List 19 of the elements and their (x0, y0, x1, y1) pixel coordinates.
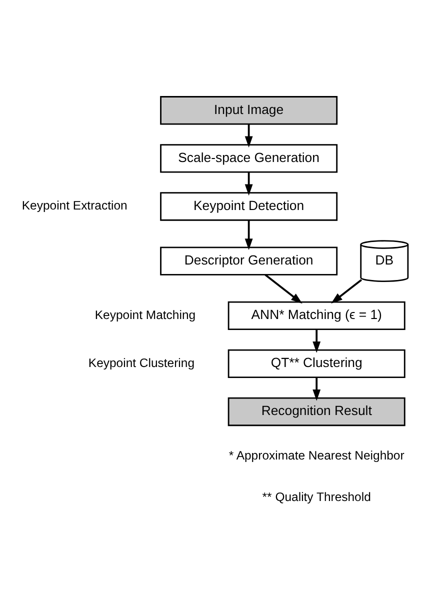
node-box: Scale-space Generation (160, 144, 338, 173)
node-box: QT** Clustering (228, 349, 406, 378)
node-box: Recognition Result (228, 397, 406, 426)
arrow (244, 220, 253, 250)
label: Keypoint Extraction (22, 198, 128, 213)
arrow (244, 172, 253, 196)
node-box: Input Image (160, 96, 338, 125)
label: Keypoint Matching (94, 308, 196, 322)
label: Keypoint Clustering (88, 356, 195, 370)
arrow (312, 378, 321, 401)
arrow (264, 274, 302, 304)
node-box: Keypoint Detection (160, 192, 338, 221)
arrow (331, 279, 362, 304)
arrow (244, 124, 253, 148)
label: ** Quality Threshold (262, 490, 371, 504)
arrow (312, 329, 321, 353)
node-box: Descriptor Generation (160, 246, 338, 276)
label: * Approximate Nearest Neighbor (228, 448, 404, 463)
node-box: ANN* Matching (ϵ = 1) (228, 301, 406, 330)
